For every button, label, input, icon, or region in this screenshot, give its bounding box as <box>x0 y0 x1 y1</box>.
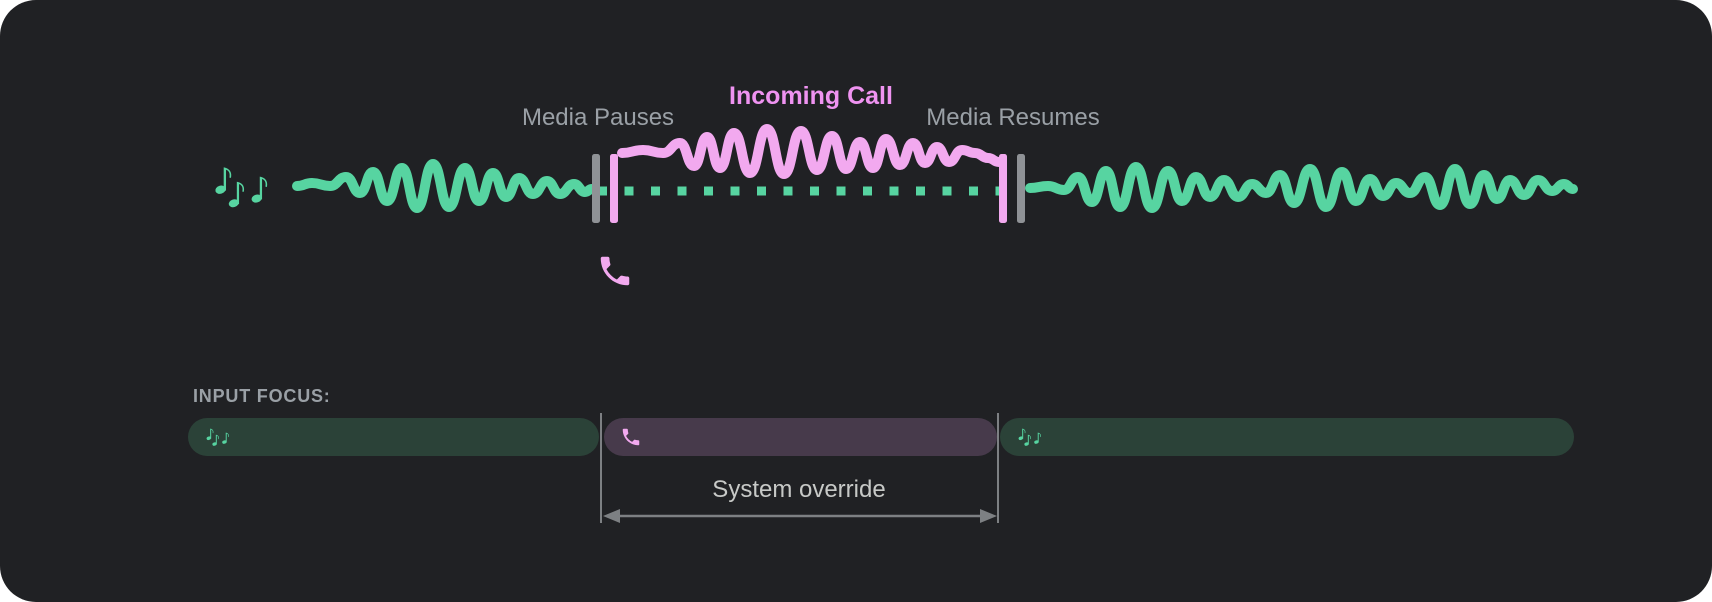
override-guide-left <box>600 413 602 523</box>
focus-segment-call <box>604 418 997 456</box>
override-guide-right <box>997 413 999 523</box>
media-wave-after <box>1025 161 1578 214</box>
media-pauses-label: Media Pauses <box>521 104 675 131</box>
pause-bars-icon <box>592 154 618 223</box>
phone-icon <box>600 256 630 286</box>
focus-segment-media-1 <box>188 418 599 456</box>
media-wave-before <box>292 158 597 214</box>
media-resumes-label: Media Resumes <box>926 104 1100 131</box>
incoming-call-label: Incoming Call <box>729 82 893 110</box>
call-wave <box>617 123 1004 180</box>
phone-icon <box>620 426 642 448</box>
focus-segment-media-2 <box>1000 418 1574 456</box>
system-override-label: System override <box>712 476 886 503</box>
music-notes-icon <box>206 427 231 448</box>
music-notes-icon <box>214 167 267 208</box>
music-notes-icon <box>1018 427 1043 448</box>
system-override-arrow <box>603 509 997 523</box>
input-focus-label: INPUT FOCUS: <box>193 386 331 406</box>
resume-bars-icon <box>999 154 1025 223</box>
